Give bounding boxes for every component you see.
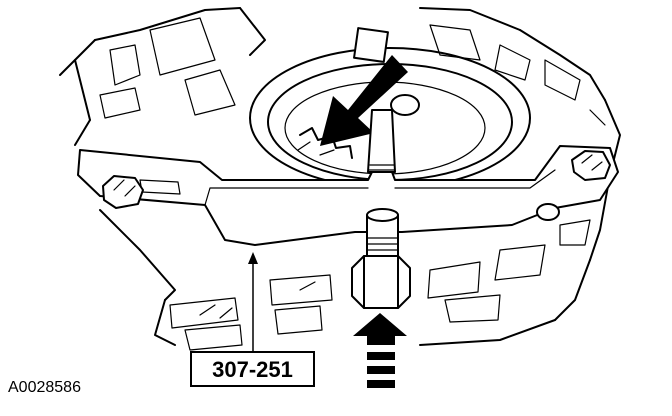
housing-casting: [59, 7, 621, 351]
left-bolt: [102, 175, 144, 209]
tool-bridge: [77, 145, 619, 246]
center-screw: [367, 109, 396, 173]
push-up-arrow: [353, 313, 407, 388]
direction-arrow: [320, 55, 408, 146]
callout-leader: [248, 252, 258, 352]
figure-id: A0028586: [8, 379, 81, 396]
tool-callout: 307-251: [190, 351, 315, 387]
right-bolt: [571, 150, 611, 181]
tool-number-label: 307-251: [212, 357, 293, 382]
seal-bore: [249, 27, 531, 189]
forcing-screw: [351, 208, 411, 309]
